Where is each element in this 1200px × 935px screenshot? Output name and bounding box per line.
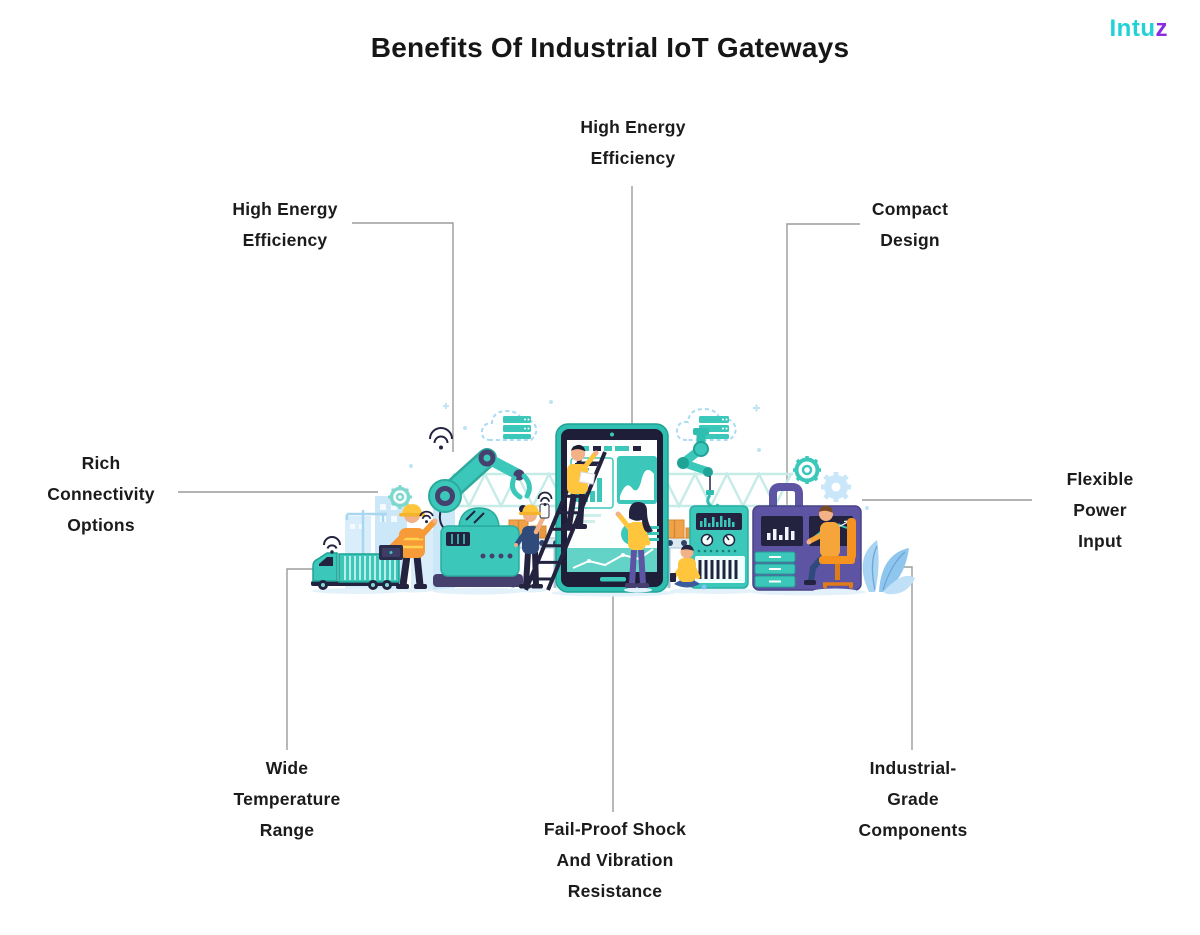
intuz-logo: Intuz [1110,15,1168,43]
iot-illustration [311,400,915,597]
wifi-icon-worker [419,510,434,524]
connector-compact-design [786,223,860,505]
gear-icon-right-blue [821,472,851,502]
connector-wide-temperature [286,568,322,750]
dashboard-area-chart [617,456,657,504]
foliage [862,540,915,595]
benefit-label-high-energy-efficiency-top: High Energy Efficiency [580,117,686,168]
benefit-label-flexible-power-input: Flexible Power Input [1066,469,1134,551]
delivery-truck [311,552,404,594]
benefit-label-fail-proof-shock: Fail-Proof Shock And Vibration Resistanc… [543,819,687,901]
benefit-label-wide-temperature-range: Wide Temperature Range [233,758,341,840]
connector-high-energy-left [352,222,454,452]
engineer-phone [514,503,550,593]
logo-text-primary: Intu [1109,15,1156,42]
benefit-label-high-energy-efficiency-left: High Energy Efficiency [232,199,338,250]
decor-dots [409,400,869,510]
gear-icon-left [388,485,412,509]
engineer-pointing [615,502,653,593]
logo-text-accent: z [1155,15,1168,42]
gear-icon-right-teal [793,456,821,484]
engineer-laptop [379,504,438,593]
control-machine [683,505,755,594]
benefit-label-compact-design: Compact Design [871,199,949,250]
wifi-icon-phone [537,491,553,506]
robotic-arm [428,448,532,595]
benefit-label-industrial-grade-components: Industrial- Grade Components [858,758,968,840]
technician-sitting [670,544,707,594]
page-title: Benefits Of Industrial IoT Gateways [370,32,850,63]
server-rack [754,551,796,588]
operator-desk [804,505,857,594]
wifi-icon-robot [429,427,453,450]
cloud-server-right [675,407,737,441]
crane-arm [677,428,720,509]
benefit-label-rich-connectivity-options: Rich Connectivity Options [47,453,155,535]
wifi-icon-truck [323,536,341,554]
engineer-ladder [562,444,599,529]
crane-silhouette [345,510,387,558]
cloud-server-left [480,409,538,441]
